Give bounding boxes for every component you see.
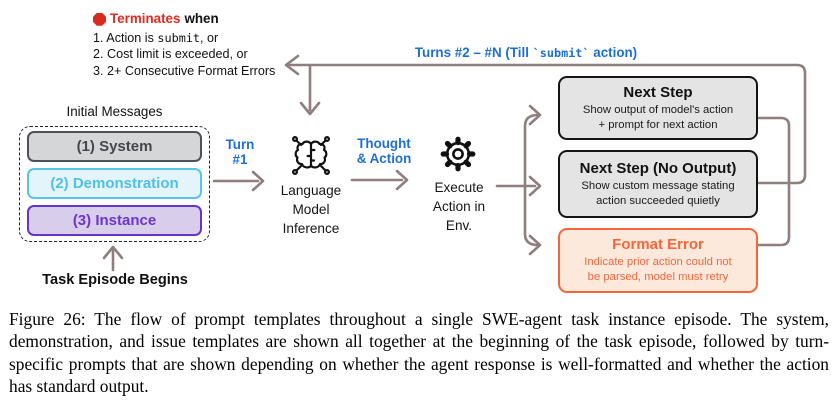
demonstration-message-label: (2) Demonstration [50,175,179,192]
task-episode-begins-label: Task Episode Begins [42,272,188,288]
system-message-label: (1) System [76,138,153,155]
figure-caption: Figure 26: The flow of prompt templates … [9,309,829,396]
terminate-condition-1: 1. Action is submit, or [93,30,275,47]
format-error-box: Format Error Indicate prior action could… [558,228,758,293]
terminates-heading: Terminates when [93,11,275,28]
next-step-no-output-title: Next Step (No Output) [579,159,737,177]
outcomes-collector-bracket [757,116,791,247]
exec-branch-vertical [523,113,540,247]
format-error-title: Format Error [612,236,704,254]
turn-1-label: Turn #1 [225,137,255,168]
execute-label: Execute Action in Env. [432,180,486,233]
instance-message-box: (3) Instance [27,205,202,236]
brain-circuit-icon [291,135,330,175]
loop-label-post: action) [593,45,638,60]
format-error-body: Indicate prior action could not be parse… [584,256,732,283]
stop-octagon-icon [93,12,106,26]
language-model-label: Language Model Inference [280,183,342,236]
terminates-block: Terminates when 1. Action is submit, or … [93,11,275,79]
loop-arrowhead-down [299,101,321,116]
terminates-when: when [184,11,219,26]
condition-1-suffix: , or [200,30,219,45]
loop-line [285,63,807,185]
next-step-no-output-body: Show custom message stating action succe… [581,179,735,207]
branch-arrowhead-mid [528,175,542,197]
condition-1-text: 1. Action is [93,30,154,45]
flow-arrows [102,54,807,272]
turns-loop-label: Turns #2 – #N (Till `submit` action) [396,45,656,61]
next-step-title: Next Step [623,83,693,101]
loop-label-code: `submit` [532,46,590,60]
language-model-node [287,132,335,180]
loop-arrowhead-left [284,54,300,76]
msg-to-lm-arrowhead [251,170,265,192]
demonstration-message-box: (2) Demonstration [27,168,202,199]
thought-action-label: Thought & Action [356,136,412,167]
system-message-box: (1) System [27,131,202,162]
branch-arrowhead-bottom [528,234,542,256]
lm-to-exec-arrowhead [395,169,409,191]
next-step-box: Next Step Show output of model's action … [558,76,758,140]
terminates-word: Terminates [110,11,181,26]
terminate-condition-2: 2. Cost limit is exceeded, or [93,47,248,62]
execute-node [438,134,478,174]
initial-messages-title: Initial Messages [66,104,163,119]
branch-arrowhead-top [528,104,542,126]
instance-message-label: (3) Instance [72,212,157,229]
condition-1-code: submit [157,30,201,45]
initial-messages-container [19,126,210,242]
loop-label-pre: Turns #2 – #N (Till [414,45,529,60]
terminate-condition-3: 3. 2+ Consecutive Format Errors [93,63,276,78]
gear-icon [440,136,476,172]
next-step-no-output-box: Next Step (No Output) Show custom messag… [558,150,758,218]
next-step-body: Show output of model's action + prompt f… [582,103,734,131]
task-begin-arrowhead [102,245,124,260]
